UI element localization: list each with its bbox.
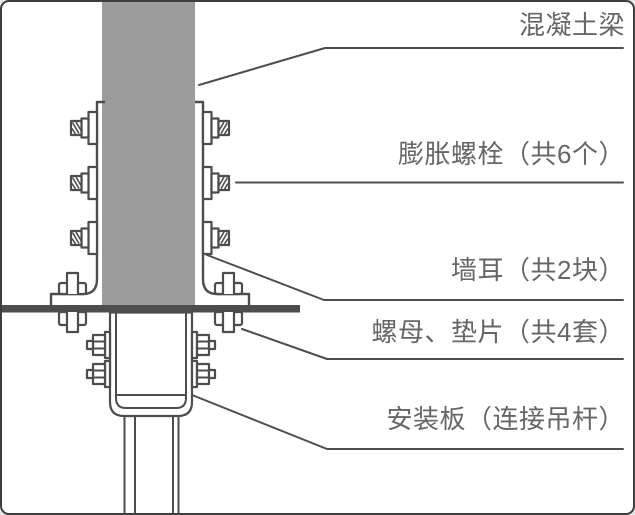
leader-concrete-beam <box>198 47 624 86</box>
anchor-nut-right <box>213 271 244 334</box>
expansion-bolts-right <box>201 110 231 256</box>
label-mounting-plate: 安装板（连接吊杆） <box>386 404 625 434</box>
leader-wall-ears <box>206 254 624 301</box>
mounting-plate <box>108 311 194 418</box>
plate-bolts-left <box>85 330 112 389</box>
plate-bolts-right <box>190 330 217 389</box>
leader-mounting-plate <box>191 394 624 450</box>
ceiling-bar <box>2 305 300 313</box>
concrete-beam <box>102 2 195 305</box>
label-expansion-bolts: 膨胀螺栓（共6个） <box>398 139 625 169</box>
label-nuts-washers: 螺母、垫片（共4套） <box>371 317 625 347</box>
anchor-nut-left <box>57 271 88 334</box>
hanger-rod <box>123 402 180 513</box>
label-wall-ears: 墙耳（共2块） <box>451 255 625 285</box>
label-concrete-beam: 混凝土梁 <box>518 10 625 40</box>
leader-nuts-washers <box>241 328 624 360</box>
expansion-bolts-left <box>69 110 99 256</box>
